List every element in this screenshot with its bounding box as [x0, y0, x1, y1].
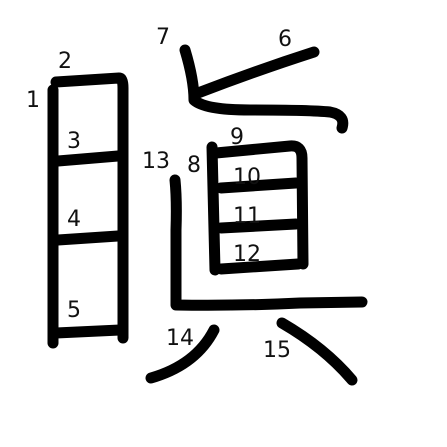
stroke-9 [210, 140, 309, 270]
stroke-label-12: 12 [233, 242, 261, 267]
stroke-label-3: 3 [67, 129, 81, 154]
stroke-label-6: 6 [278, 27, 292, 52]
stroke-12 [215, 258, 304, 275]
stroke-4 [52, 230, 124, 246]
stroke-label-2: 2 [58, 49, 72, 74]
stroke-11 [215, 218, 302, 234]
stroke-7 [179, 44, 349, 134]
stroke-label-13: 13 [142, 149, 170, 174]
stroke-label-4: 4 [67, 207, 81, 232]
stroke-label-14: 14 [166, 326, 194, 351]
stroke-label-5: 5 [67, 298, 81, 323]
stroke-8 [206, 141, 221, 276]
stroke-label-11: 11 [233, 204, 261, 229]
stroke-label-7: 7 [156, 25, 170, 50]
stroke-13 [169, 174, 368, 311]
stroke-2 [50, 72, 129, 344]
stroke-10 [215, 177, 302, 194]
stroke-label-10: 10 [233, 165, 261, 190]
stroke-15 [276, 317, 358, 386]
stroke-label-9: 9 [230, 125, 244, 150]
stroke-label-1: 1 [26, 88, 40, 113]
stroke-14 [145, 324, 220, 384]
stroke-5 [50, 324, 126, 339]
stroke-label-8: 8 [187, 153, 201, 178]
stroke-label-15: 15 [263, 338, 291, 363]
stroke-3 [52, 150, 124, 167]
stroke-6 [192, 46, 320, 99]
